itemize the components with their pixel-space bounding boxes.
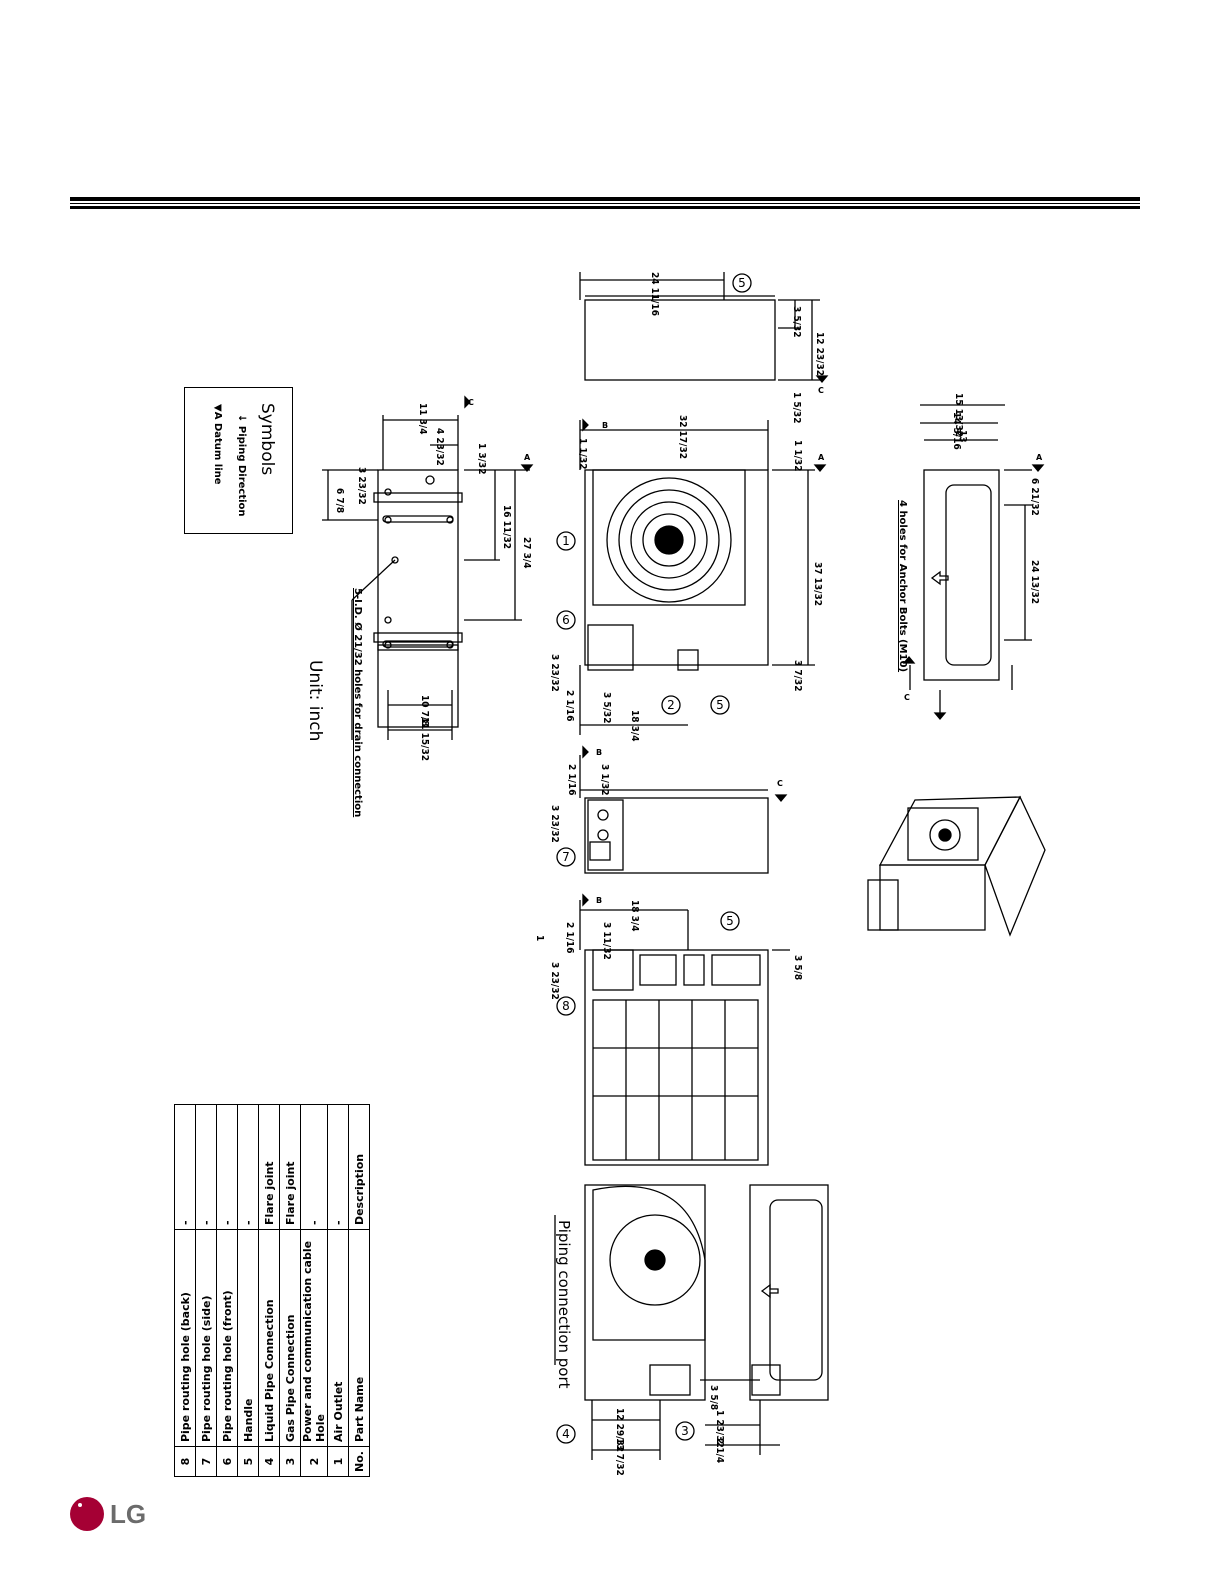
header-no: No. (348, 1446, 370, 1477)
svg-text:5: 5 (726, 914, 734, 928)
front-view (579, 420, 815, 735)
header-rule-bottom (70, 206, 1140, 209)
marker-5a: 5 (710, 695, 730, 715)
part-number: 5 (237, 1446, 259, 1477)
part-description: Flare joint (258, 1104, 280, 1230)
svg-text:5: 5 (738, 276, 746, 290)
part-description: - (300, 1104, 328, 1230)
datum-marks (464, 375, 1045, 907)
header-rule-top (70, 197, 1140, 201)
part-name: Pipe routing hole (front) (216, 1229, 238, 1447)
side-view (579, 755, 769, 874)
part-number: 8 (174, 1446, 196, 1477)
svg-text:8: 8 (562, 999, 570, 1013)
datum-mark-c: C (777, 779, 783, 788)
part-number: 3 (279, 1446, 301, 1477)
part-number: 4 (258, 1446, 280, 1477)
part-description: - (327, 1104, 349, 1230)
datum-mark-a: A (524, 453, 531, 462)
bottom-view (322, 415, 530, 740)
lg-logo-icon (70, 1497, 104, 1531)
datum-mark-b: B (602, 421, 608, 430)
part-name: Air Outlet (327, 1229, 349, 1447)
part-number: 2 (300, 1446, 328, 1477)
part-description: - (174, 1104, 196, 1230)
rear-view (579, 900, 790, 1166)
part-number: 1 (327, 1446, 349, 1477)
piping-port-view (554, 1184, 829, 1460)
top-view (579, 272, 820, 381)
part-description: Flare joint (279, 1104, 301, 1230)
header-rule-middle (70, 203, 1140, 204)
marker-6: 6 (556, 610, 576, 630)
header-part-name: Part Name (348, 1229, 370, 1447)
datum-mark-c: C (468, 398, 474, 407)
part-description: - (216, 1104, 238, 1230)
part-name: Liquid Pipe Connection (258, 1229, 280, 1447)
part-name: Gas Pipe Connection (279, 1229, 301, 1447)
datum-mark-a: A (818, 453, 825, 462)
datum-mark-b: B (596, 748, 602, 757)
marker-7: 7 (556, 847, 576, 867)
marker-8: 8 (556, 996, 576, 1016)
marker-1: 1 (556, 531, 576, 551)
lg-logo: LG (70, 1497, 146, 1531)
svg-text:5: 5 (716, 698, 724, 712)
header-description: Description (348, 1104, 370, 1230)
part-name: Power and communication cable Hole (300, 1229, 328, 1447)
datum-mark-c: C (904, 693, 910, 702)
svg-text:6: 6 (562, 613, 570, 627)
datum-mark-c: C (818, 386, 824, 395)
right-side-view (909, 404, 1032, 715)
part-number: 6 (216, 1446, 238, 1477)
marker-5b: 5 (732, 273, 752, 293)
part-name: Pipe routing hole (back) (174, 1229, 196, 1447)
svg-text:4: 4 (562, 1427, 570, 1441)
part-name: Pipe routing hole (side) (195, 1229, 217, 1447)
marker-2: 2 (661, 695, 681, 715)
datum-mark-b: B (596, 896, 602, 905)
lg-logo-text: LG (110, 1498, 147, 1529)
symbols-legend: Symbols ↓ Piping Direction ▼A Datum line (184, 387, 293, 534)
part-number: 7 (195, 1446, 217, 1477)
datum-mark-a: A (1036, 453, 1043, 462)
svg-text:3: 3 (681, 1424, 689, 1438)
svg-text:1: 1 (562, 534, 570, 548)
isometric-view (867, 795, 1046, 937)
marker-4: 4 (556, 1424, 576, 1444)
part-description: - (195, 1104, 217, 1230)
svg-text:2: 2 (667, 698, 675, 712)
part-description: - (237, 1104, 259, 1230)
svg-text:7: 7 (562, 850, 570, 864)
part-name: Handle (237, 1229, 259, 1447)
marker-5c: 5 (720, 911, 740, 931)
marker-3: 3 (675, 1421, 695, 1441)
